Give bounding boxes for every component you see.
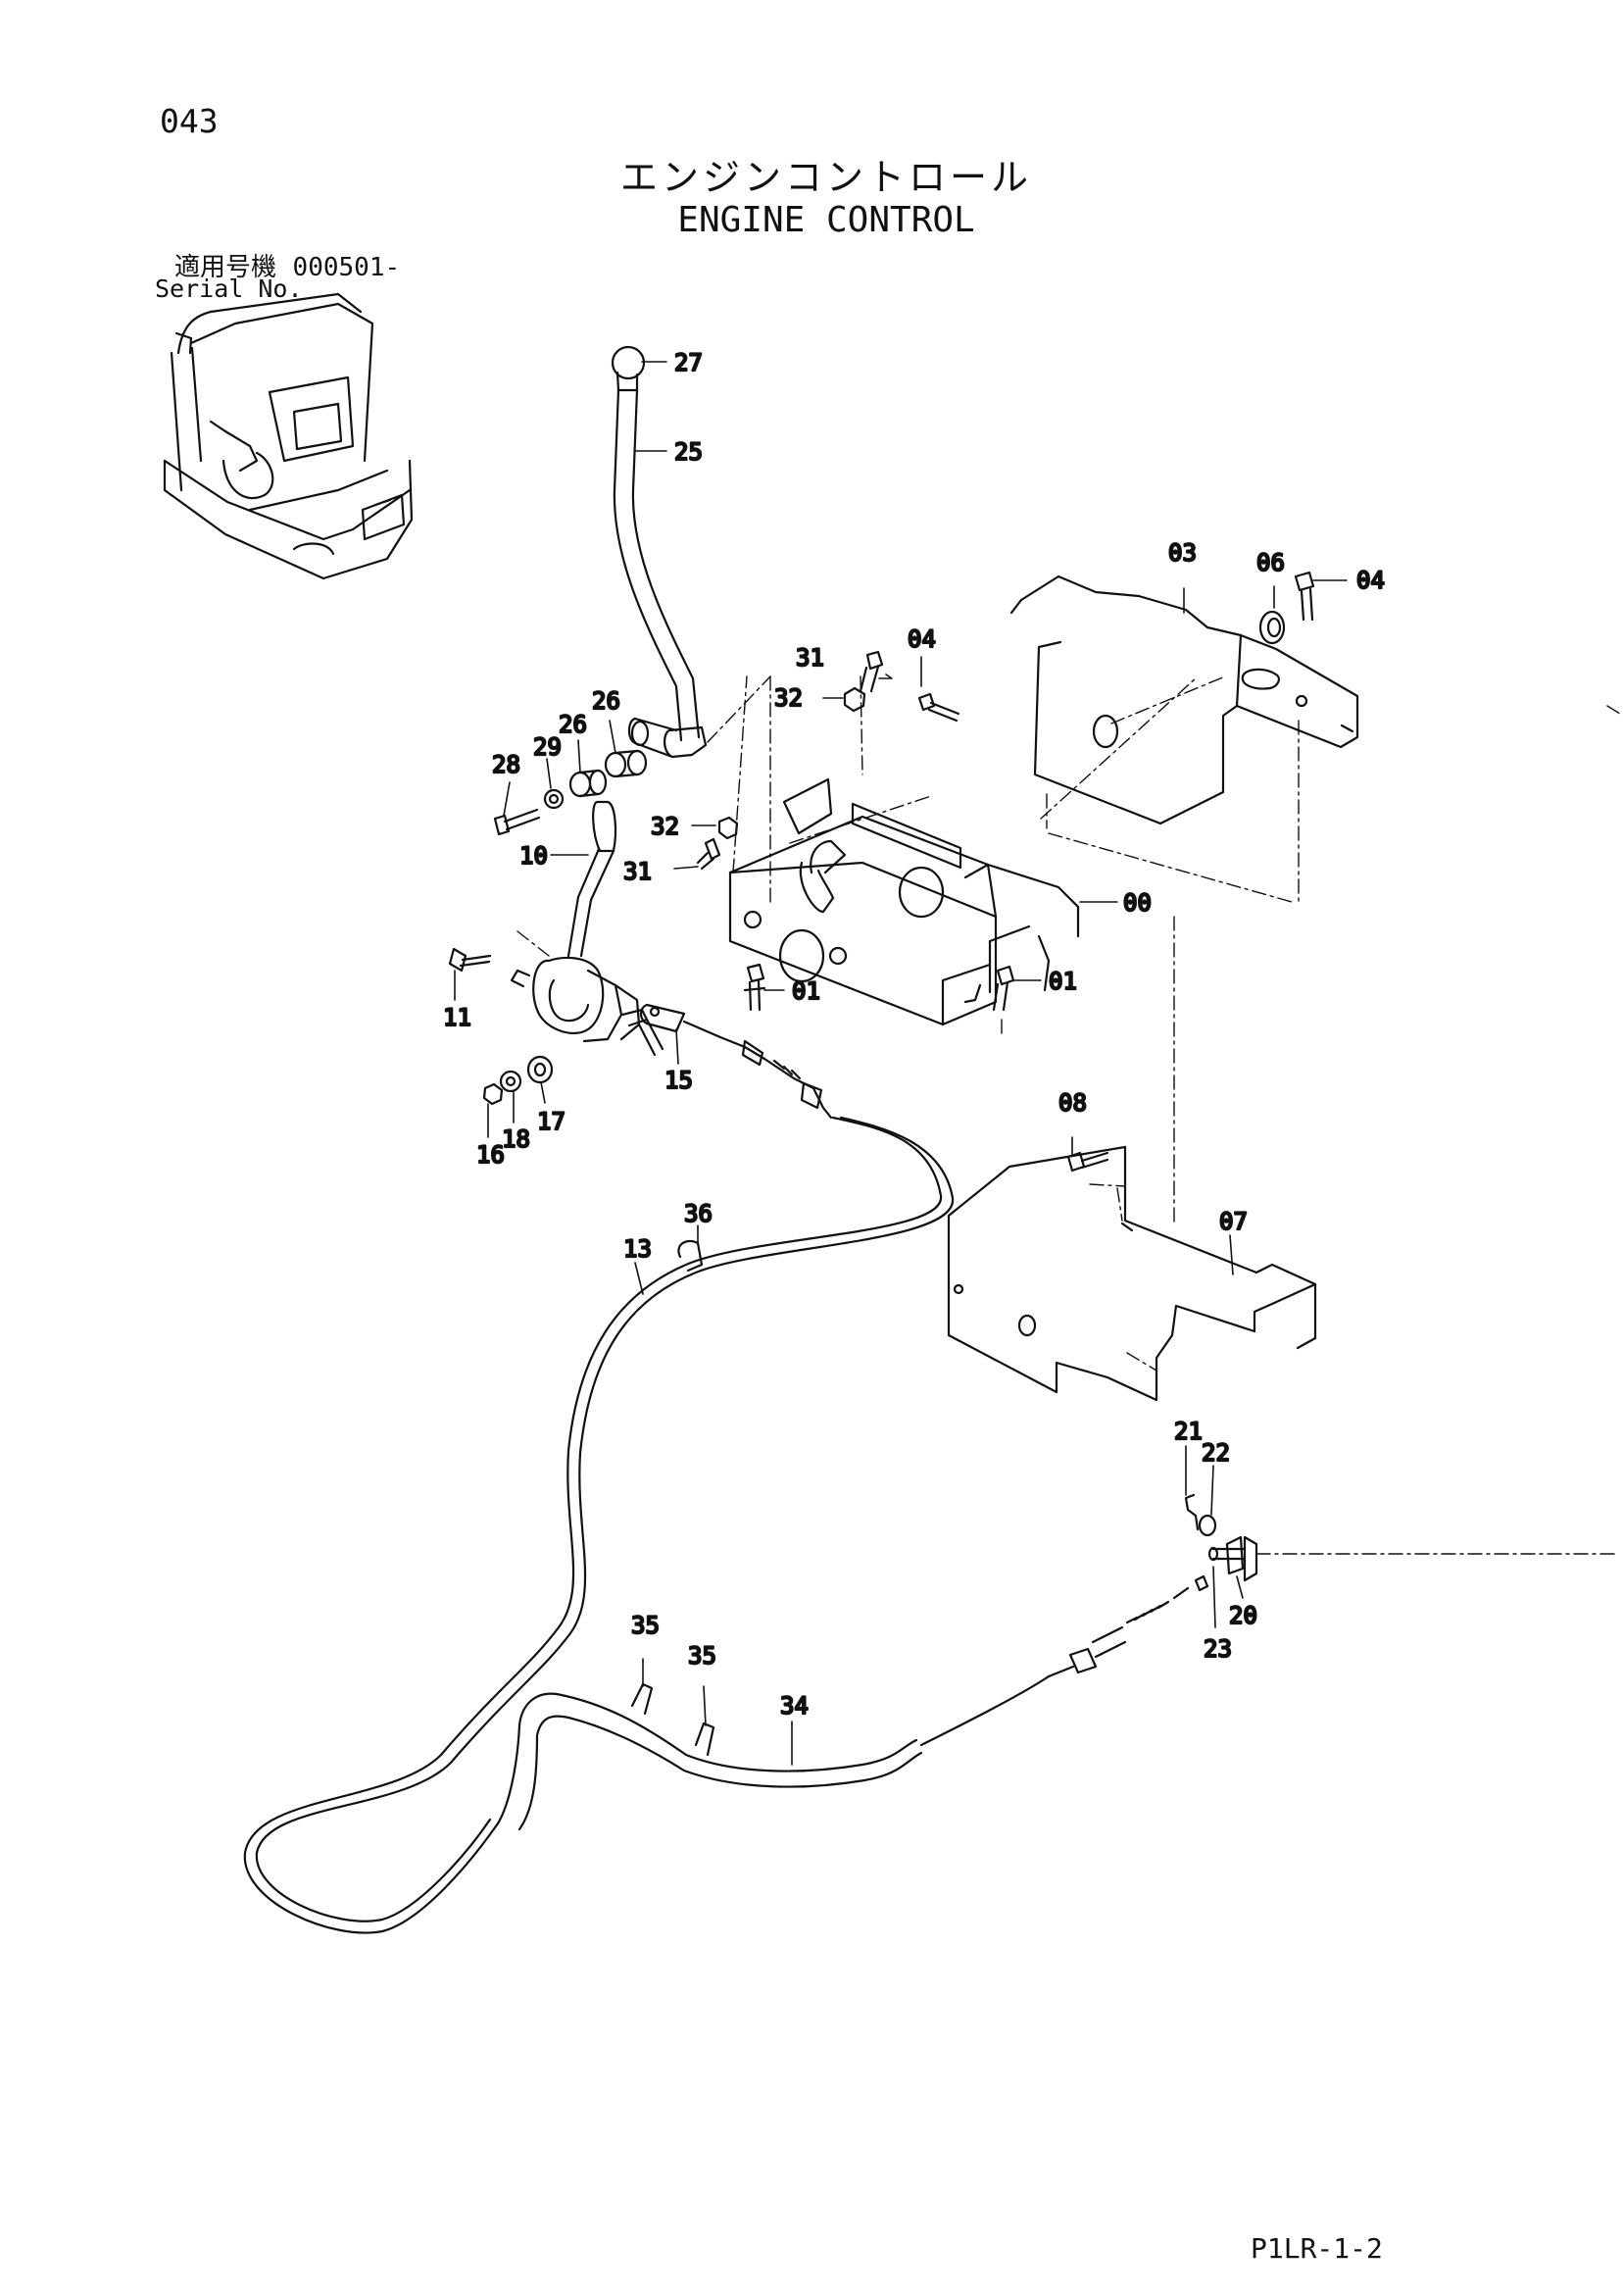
callout: 27 (674, 349, 703, 376)
callout: 32 (651, 813, 679, 840)
callout: 08 (1058, 1089, 1087, 1117)
control-unit-assembly (448, 800, 722, 1106)
lever-bracket-00 (728, 777, 1080, 1026)
fasteners (696, 571, 1315, 1173)
page-number: 043 (160, 102, 219, 140)
callout: 18 (502, 1125, 530, 1153)
callout: 23 (1204, 1635, 1232, 1663)
callout: 26 (559, 711, 587, 738)
callout: 04 (908, 625, 936, 653)
callout: 01 (1049, 968, 1077, 995)
document-code: P1LR-1-2 (1251, 2232, 1383, 2265)
callout: 31 (796, 644, 824, 672)
serial-applicability: 適用号機 000501- (174, 247, 400, 283)
callout: 11 (443, 1004, 471, 1031)
callout: 26 (592, 687, 620, 715)
throttle-lever-assembly (493, 345, 708, 836)
callout: 31 (623, 858, 652, 885)
alignment-lines (516, 675, 1623, 1555)
cover-plate-lower-07 (947, 1145, 1317, 1402)
callout: 17 (537, 1108, 566, 1135)
cover-plate-upper-03 (1009, 574, 1359, 825)
callout: 22 (1202, 1439, 1230, 1467)
callout-numbers: 27 25 03 06 04 04 31 32 26 26 29 28 10 3… (442, 348, 1386, 1721)
serial-label-japanese: 適用号機 (174, 253, 277, 282)
machine-overview-sketch (163, 292, 414, 580)
serial-range: 000501- (292, 253, 401, 282)
callout: 16 (476, 1141, 505, 1169)
callout: 13 (623, 1235, 652, 1263)
callout: 00 (1123, 889, 1152, 917)
callout: 21 (1174, 1418, 1203, 1445)
callout: 34 (780, 1692, 809, 1720)
callout: 20 (1229, 1602, 1257, 1629)
callout: 01 (792, 977, 820, 1005)
callout: 25 (674, 438, 703, 466)
callout: 32 (774, 684, 803, 712)
protector-tube-34-outline-top (496, 1692, 918, 1825)
callout: 35 (631, 1612, 660, 1639)
callout: 06 (1256, 549, 1285, 576)
callout: 10 (519, 842, 548, 870)
lever-grip-10 (592, 800, 617, 853)
callout: 36 (684, 1200, 713, 1227)
callout: 15 (664, 1067, 693, 1094)
title-english: ENGINE CONTROL (677, 200, 975, 240)
callout: 03 (1168, 539, 1197, 567)
callout: 28 (492, 751, 520, 778)
callout: 04 (1356, 567, 1385, 594)
engine-control-cable-13 (243, 1035, 1209, 1934)
cable-end-bracket-20 (1184, 1493, 1258, 1582)
serial-label-english: Serial No. (155, 275, 303, 303)
protector-tube-34-outline-bottom (517, 1715, 923, 1831)
callout: 29 (533, 733, 562, 761)
lever-knob-27 (611, 345, 646, 380)
callout: 35 (688, 1642, 716, 1670)
title-japanese: エンジンコントロール (619, 156, 1032, 199)
leader-lines (454, 361, 1348, 1766)
callout: 07 (1219, 1208, 1248, 1235)
